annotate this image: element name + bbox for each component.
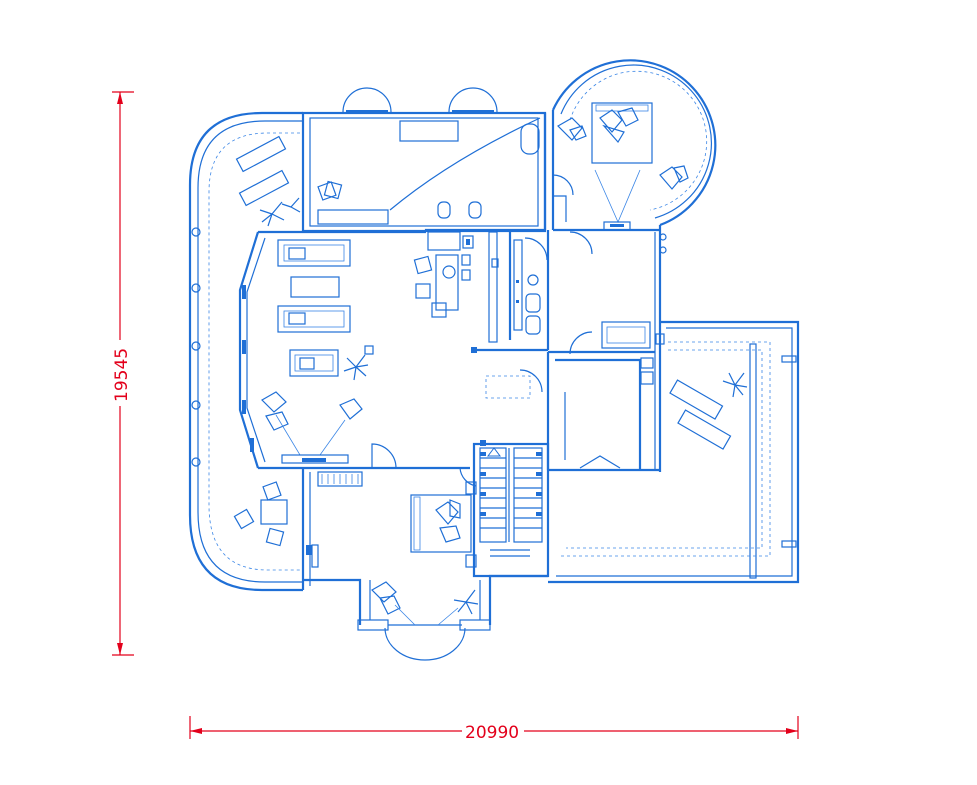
sofa-icon <box>601 321 651 349</box>
staircase <box>472 440 550 578</box>
palm-plant-icon <box>343 345 374 381</box>
lounge-chair-icon <box>261 391 363 456</box>
right-terrace <box>548 233 800 584</box>
palm-plant-icon <box>722 372 748 398</box>
kitchen-core <box>413 110 574 350</box>
dimension-horizontal: 20990 <box>189 716 799 743</box>
dimension-width-label: 20990 <box>465 723 519 743</box>
round-bedroom <box>552 59 717 231</box>
palm-plant-icon <box>453 589 479 615</box>
dimension-vertical: 19545 <box>108 91 134 656</box>
palm-plant-icon <box>259 197 301 227</box>
guest-room <box>548 225 662 472</box>
lounge-chair-icon <box>371 581 401 615</box>
left-curved-terrace <box>188 111 303 592</box>
sofa-icon <box>277 239 351 267</box>
living-room <box>238 230 548 470</box>
sofa-icon <box>277 305 351 333</box>
lower-bedroom <box>301 467 548 661</box>
double-bed-icon <box>410 494 472 553</box>
dimension-height-label: 19545 <box>112 348 132 402</box>
armchair-icon <box>289 349 339 377</box>
study-room <box>301 87 547 233</box>
hall <box>485 352 660 472</box>
double-bed-icon <box>591 102 653 164</box>
